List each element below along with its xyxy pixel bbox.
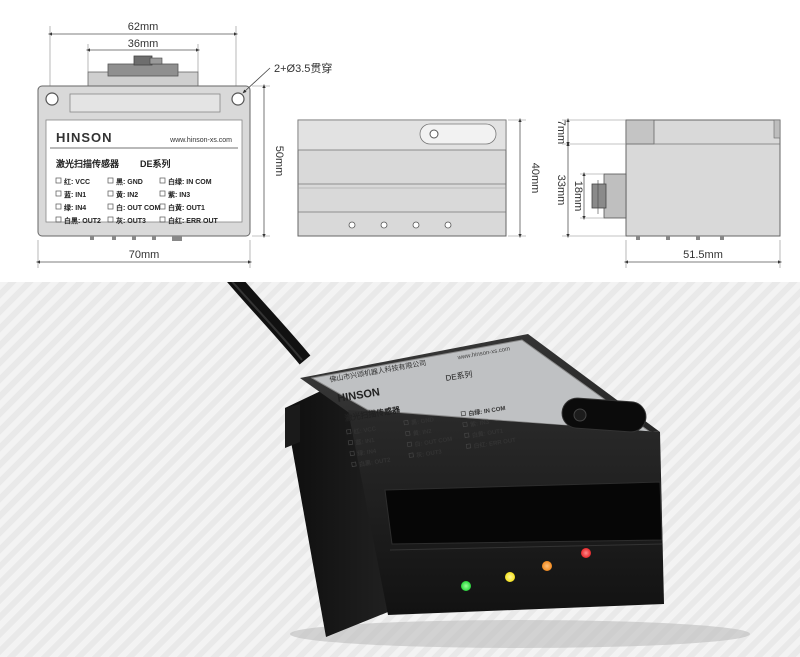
dim-51-5mm: 51.5mm: [683, 249, 723, 261]
side-view: 40mm: [297, 118, 541, 238]
pin-checkbox-icon: [107, 216, 114, 223]
pin-checkbox-icon: [462, 421, 468, 428]
pin-label: 白绿: IN COM: [168, 177, 212, 186]
dim-18mm: 18mm: [572, 181, 584, 212]
pin-checkbox-icon: [159, 216, 166, 223]
pin-label: 紫: IN3: [470, 418, 491, 429]
pin-checkbox-icon: [55, 203, 62, 210]
pin-checkbox-icon: [349, 450, 355, 457]
dim-36mm: 36mm: [128, 38, 159, 50]
brand-logo: HINSON: [56, 130, 113, 145]
yellow-led-icon: [505, 572, 515, 582]
drawings-svg: 62mm 36mm 2+Ø3.5贯穿: [36, 21, 782, 268]
pin-checkbox-icon: [403, 419, 409, 426]
mount-hole-left: [45, 92, 59, 106]
photo-svg: 佛山市兴颂机器人科技有限公司 www.hinson-xs.com HINSON …: [226, 272, 750, 648]
pin-label: 蓝: IN1: [355, 436, 376, 447]
pin-checkbox-icon: [460, 410, 467, 417]
dim-70mm: 70mm: [129, 249, 160, 261]
pin-label: 黑: GND: [411, 415, 436, 427]
green-led-icon: [461, 581, 471, 591]
pin-label: 蓝: IN1: [64, 190, 86, 199]
pin-checkbox-icon: [346, 428, 352, 435]
photo-series: DE系列: [445, 369, 473, 383]
pin-checkbox-icon: [406, 441, 413, 448]
pin-label: 黄: IN2: [116, 190, 138, 199]
pin-checkbox-icon: [159, 177, 166, 184]
label-plate: [45, 119, 243, 223]
dim-62mm: 62mm: [128, 21, 159, 33]
right-view: 7mm 33mm 18mm 51.5mm: [555, 118, 782, 268]
front-view: 62mm 36mm 2+Ø3.5贯穿: [36, 21, 332, 268]
pin-checkbox-icon: [408, 452, 414, 458]
red-led-icon: [581, 548, 591, 558]
hole-note: 2+Ø3.5贯穿: [274, 61, 332, 75]
label-pin-list: 红: VCC 黑: GND 白绿: IN COM 蓝: IN1 黄: IN2 紫: IN3…: [55, 177, 218, 225]
pin-checkbox-icon: [351, 461, 357, 467]
front-window: [384, 481, 663, 545]
pin-label: 红: VCC: [353, 424, 377, 435]
pin-checkbox-icon: [465, 443, 472, 449]
pin-checkbox-icon: [107, 190, 114, 197]
cable: [226, 272, 311, 365]
pin-label: 绿: IN4: [64, 203, 86, 212]
mount-hole-right: [231, 92, 245, 106]
product-photo: 佛山市兴颂机器人科技有限公司 www.hinson-xs.com HINSON …: [0, 272, 800, 657]
pin-checkbox-icon: [347, 439, 354, 446]
pin-checkbox-icon: [107, 177, 114, 184]
technical-drawings: 62mm 36mm 2+Ø3.5贯穿: [0, 0, 800, 282]
dim-50mm: 50mm: [273, 146, 285, 177]
pin-label: 绿: IN4: [357, 447, 378, 458]
pin-label: 紫: IN3: [168, 190, 190, 199]
pin-checkbox-icon: [405, 430, 411, 437]
pin-label: 白黑: OUT2: [64, 216, 101, 225]
pin-checkbox-icon: [159, 190, 166, 197]
label-website: www.hinson-xs.com: [169, 137, 232, 144]
housing-side: [285, 378, 388, 637]
pin-label: 红: VCC: [64, 177, 90, 186]
pin-label: 灰: OUT3: [116, 216, 146, 225]
pin-label: 黄: IN2: [412, 427, 433, 438]
pin-checkbox-icon: [464, 432, 470, 438]
pin-checkbox-icon: [159, 203, 166, 210]
dim-40mm: 40mm: [529, 163, 541, 194]
pin-label: 白黄: OUT1: [168, 203, 205, 212]
pin-label: 白红: ERR OUT: [168, 216, 218, 225]
orange-led-icon: [542, 561, 552, 571]
lens-cover: [561, 397, 647, 433]
dim-33mm: 33mm: [555, 175, 567, 206]
label-series: DE系列: [140, 158, 171, 169]
pin-checkbox-icon: [107, 203, 114, 210]
pin-checkbox-icon: [55, 190, 62, 197]
label-title: 激光扫描传感器: [56, 158, 120, 169]
pin-label: 白: OUT COM: [116, 203, 160, 212]
pin-label: 黑: GND: [116, 177, 143, 186]
dim-7mm: 7mm: [555, 120, 567, 144]
pin-checkbox-icon: [55, 216, 62, 223]
pin-checkbox-icon: [55, 177, 62, 184]
